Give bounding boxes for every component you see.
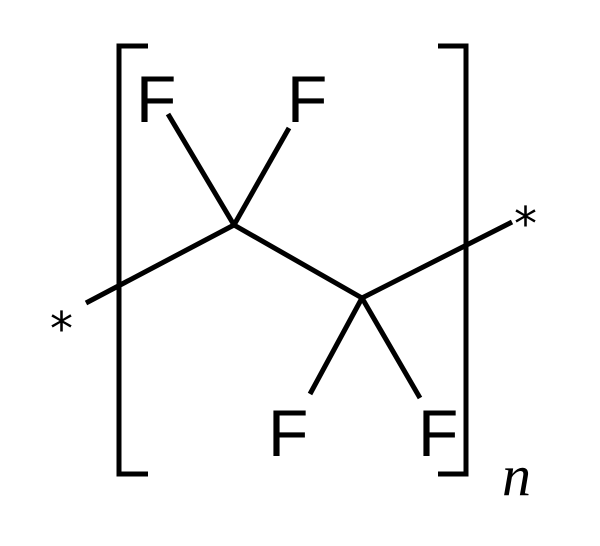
- bond-left-end: [84, 222, 236, 306]
- bond-right-end: [360, 219, 514, 301]
- bond-c1-f-top-left: [165, 112, 237, 227]
- atom-f-top-left: F: [136, 62, 176, 136]
- end-group-right-star: *: [514, 197, 537, 251]
- atom-f-top-right: F: [287, 62, 327, 136]
- end-group-left-star: *: [50, 302, 73, 356]
- bond-backbone-center: [232, 222, 364, 301]
- atom-f-bottom-left: F: [268, 396, 308, 470]
- bond-c2-f-bottom-right: [359, 296, 423, 400]
- atom-f-bottom-right: F: [418, 396, 458, 470]
- repeat-count-subscript: n: [502, 443, 531, 508]
- bond-c1-f-top-right: [231, 126, 292, 227]
- left-bracket: [116, 43, 148, 477]
- right-bracket: [438, 43, 469, 477]
- bond-c2-f-bottom-left: [307, 296, 365, 396]
